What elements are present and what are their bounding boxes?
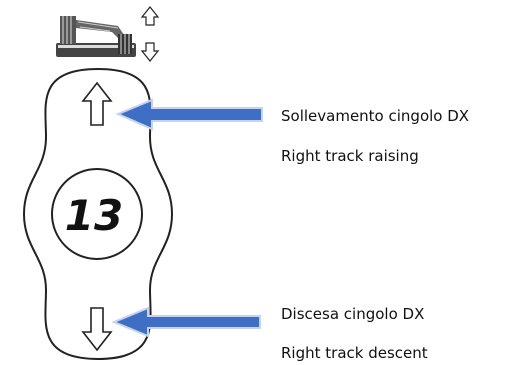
blue-arrow-pointer-icon	[111, 306, 261, 338]
small-up-down-arrows-icon	[140, 6, 160, 62]
raise-label-en: Right track raising	[281, 147, 419, 165]
tracked-machine-lift-icon	[56, 16, 136, 57]
lower-label-en: Right track descent	[281, 344, 428, 362]
raise-label-it: Sollevamento cingolo DX	[281, 107, 470, 125]
button-number: 13	[65, 191, 123, 240]
blue-arrow-pointer-icon	[115, 98, 263, 131]
lower-label-it: Discesa cingolo DX	[281, 305, 425, 323]
button-number-circle	[51, 168, 143, 260]
arrow-down-icon[interactable]	[81, 307, 113, 352]
arrow-up-icon[interactable]	[81, 81, 113, 126]
